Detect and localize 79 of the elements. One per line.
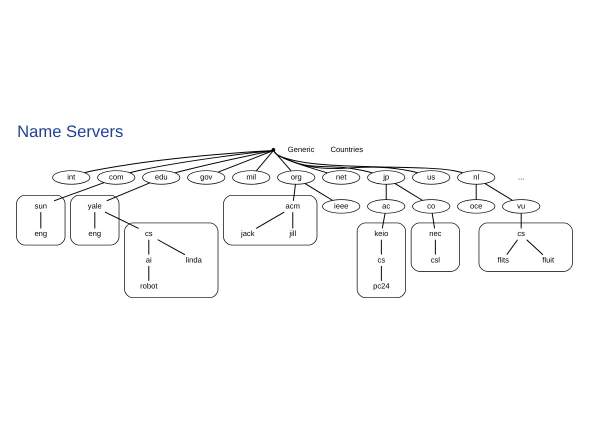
connector xyxy=(157,238,186,255)
connector xyxy=(526,238,544,255)
node-ellipse: co xyxy=(412,198,450,214)
node-text: jill xyxy=(289,228,296,238)
node-text: pc24 xyxy=(373,281,390,290)
label: Generic xyxy=(288,144,314,154)
node-ellipse: ieee xyxy=(322,198,360,214)
connector xyxy=(174,150,273,173)
node-ellipse: edu xyxy=(142,170,180,184)
connector xyxy=(380,265,382,281)
connector xyxy=(273,150,373,173)
label: ... xyxy=(518,172,524,181)
connector xyxy=(148,265,150,281)
connector xyxy=(520,212,522,228)
connector xyxy=(292,184,296,201)
node-ellipse: org xyxy=(277,170,316,184)
cluster xyxy=(223,194,318,245)
node-ellipse: vu xyxy=(502,198,540,214)
connector xyxy=(84,150,272,173)
connector xyxy=(94,211,96,228)
node-text: jack xyxy=(241,228,255,238)
node-text: eng xyxy=(34,228,48,238)
connector xyxy=(129,150,273,173)
node-ellipse: jp xyxy=(367,170,406,184)
connector xyxy=(394,182,423,200)
connector xyxy=(104,211,140,228)
node-text: fluit xyxy=(542,254,554,264)
node-text: sun xyxy=(34,200,47,210)
node-text: cs xyxy=(144,228,153,238)
connector xyxy=(256,150,274,171)
cluster xyxy=(124,222,218,298)
node-ellipse: gov xyxy=(187,170,226,184)
node-ellipse: us xyxy=(412,170,450,184)
cluster xyxy=(16,194,66,245)
node-ellipse: oce xyxy=(457,198,496,214)
node-text: eng xyxy=(88,228,102,238)
cluster xyxy=(478,222,573,272)
connector xyxy=(106,182,150,201)
node-text: keio xyxy=(374,228,388,238)
node-text: ai xyxy=(146,254,152,264)
node-ellipse: mil xyxy=(232,170,270,184)
connector xyxy=(292,211,294,228)
node-point xyxy=(272,148,276,152)
connector xyxy=(434,238,436,255)
diagram-title: Name Servers xyxy=(17,121,124,140)
connector xyxy=(218,150,273,172)
connector xyxy=(476,184,477,200)
node-ellipse: ac xyxy=(367,198,406,214)
node-text: yale xyxy=(88,200,102,210)
connector xyxy=(274,150,328,173)
connector xyxy=(382,212,386,228)
node-ellipse: int xyxy=(52,170,90,184)
node-text: csl xyxy=(430,254,440,264)
connector xyxy=(256,211,285,228)
node-text: linda xyxy=(186,254,202,264)
node-text: cs xyxy=(378,254,386,264)
connector xyxy=(273,150,418,173)
node-ellipse: com xyxy=(97,170,136,184)
cluster xyxy=(410,222,460,272)
node-text: flits xyxy=(497,254,509,264)
node-text: acm xyxy=(286,200,300,210)
connector xyxy=(54,182,104,201)
label: Countries xyxy=(330,144,364,154)
connector xyxy=(148,238,150,255)
connector xyxy=(40,211,42,228)
node-text: nec xyxy=(429,228,442,238)
connector xyxy=(380,238,382,255)
node-text: cs xyxy=(517,228,525,238)
connector xyxy=(304,182,333,200)
connector xyxy=(484,182,513,200)
cluster xyxy=(70,194,120,245)
connector xyxy=(273,150,463,173)
cluster xyxy=(356,222,406,298)
node-text: robot xyxy=(140,281,158,290)
connector xyxy=(432,212,436,228)
node-ellipse: net xyxy=(322,170,360,184)
connector xyxy=(386,184,387,200)
connector xyxy=(506,238,518,255)
node-ellipse: nl xyxy=(457,170,496,184)
